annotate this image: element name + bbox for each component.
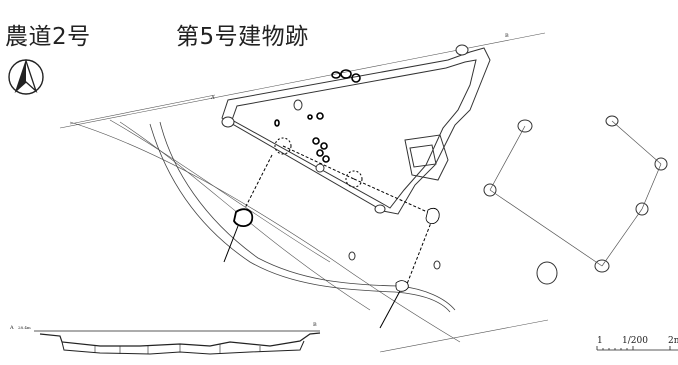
pillar-bases [233, 207, 440, 292]
elevation-label: 28.4m [18, 325, 31, 330]
area-title: 農道2号 [5, 24, 91, 50]
section-a-label: A [210, 95, 215, 101]
scale-ratio-label: 1/200 [622, 336, 648, 346]
section-profile [34, 330, 321, 355]
survey-lines [59, 32, 549, 353]
section-a-end-label: A [9, 325, 14, 331]
scale-end-label: 2m [668, 336, 678, 346]
pillar-holes [221, 44, 668, 285]
excavation-boundary [149, 121, 456, 313]
building-outline [221, 47, 491, 215]
pillar-alignment [489, 120, 662, 267]
small-pits [274, 69, 361, 163]
scale-start-label: 1 [597, 336, 603, 346]
section-b-end-label: B [313, 322, 317, 328]
restored-pillars [223, 137, 435, 329]
scale-bar [596, 346, 678, 351]
feature-title: 第5号建物跡 [176, 24, 309, 50]
north-arrow-icon [8, 58, 44, 95]
section-b-label: B [505, 33, 509, 39]
